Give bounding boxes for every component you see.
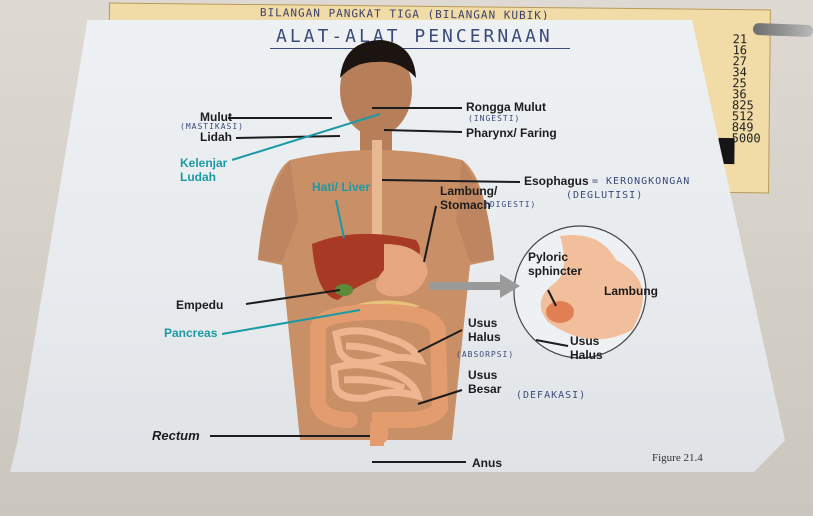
label-kelenjar-ludah: Kelenjar Ludah [180, 156, 227, 184]
label-usus-halus-inset: Usus Halus [570, 334, 603, 362]
label-usus-halus: Usus Halus [468, 316, 501, 344]
note-ingesti: (INGESTI) [468, 114, 520, 123]
label-usus-besar: Usus Besar [468, 368, 501, 396]
esophagus [372, 140, 382, 240]
note-digesti: (DIGESTI) [484, 200, 536, 209]
label-pyloric-sphincter: Pyloric sphincter [528, 250, 582, 278]
label-pharynx: Pharynx/ Faring [466, 126, 557, 140]
note-defakasi: (DEFAKASI) [516, 390, 586, 401]
note-kerongkongan: = KERONGKONGAN [592, 176, 690, 187]
label-rongga-mulut: Rongga Mulut [466, 100, 546, 114]
figure-label: Figure 21.4 [652, 452, 703, 464]
label-rectum: Rectum [152, 428, 200, 443]
label-lambung: Lambung [604, 284, 658, 298]
rectum [370, 422, 384, 446]
label-esophagus: Esophagus [524, 174, 589, 188]
label-lidah: Lidah [200, 130, 232, 144]
pyloric-sphincter [546, 301, 574, 323]
note-absorpsi: (ABSORPSI) [456, 350, 514, 359]
label-hati-liver: Hati/ Liver [312, 180, 370, 194]
label-anus: Anus [472, 456, 502, 470]
label-empedu: Empedu [176, 298, 223, 312]
label-pancreas: Pancreas [164, 326, 217, 340]
note-deglutisi: (DEGLUTISI) [566, 190, 643, 201]
